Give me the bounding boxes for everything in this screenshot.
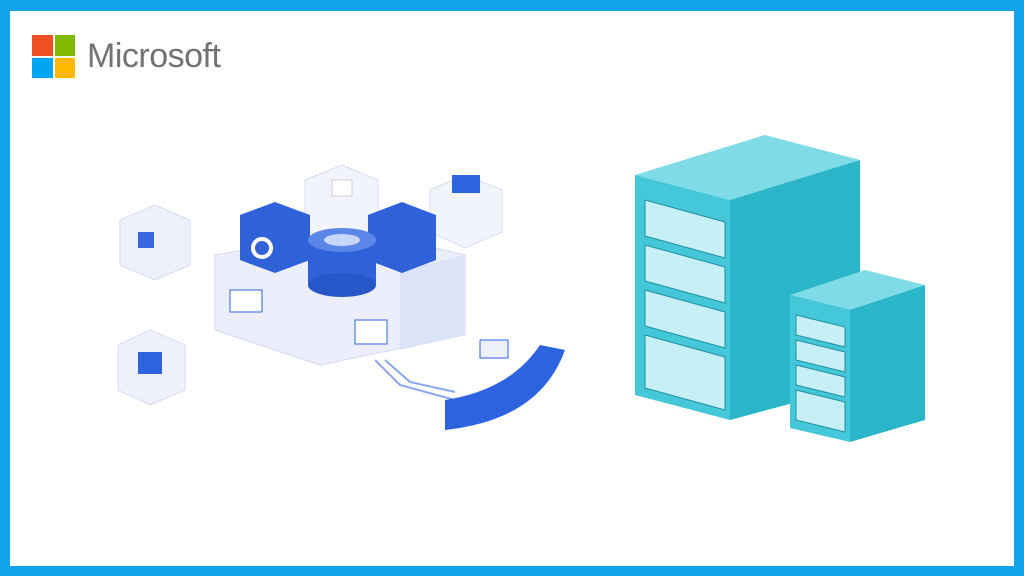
- microsoft-logo: Microsoft: [32, 35, 221, 78]
- blue-cube-right: [368, 202, 436, 273]
- cube-icon-bottom: [117, 329, 186, 406]
- database-icon: [308, 228, 376, 297]
- cube-icon-left: [119, 204, 191, 281]
- cube-icon-right: [429, 174, 503, 249]
- windows-logo-icon: [32, 35, 75, 78]
- data-center-illustration: [117, 164, 565, 430]
- blue-cube-left: [240, 202, 310, 273]
- blue-conveyor: [445, 345, 565, 430]
- small-server-icon: [790, 270, 925, 442]
- server-towers-illustration: [635, 135, 925, 442]
- cube-icon-top: [304, 164, 379, 246]
- brand-name: Microsoft: [87, 37, 221, 75]
